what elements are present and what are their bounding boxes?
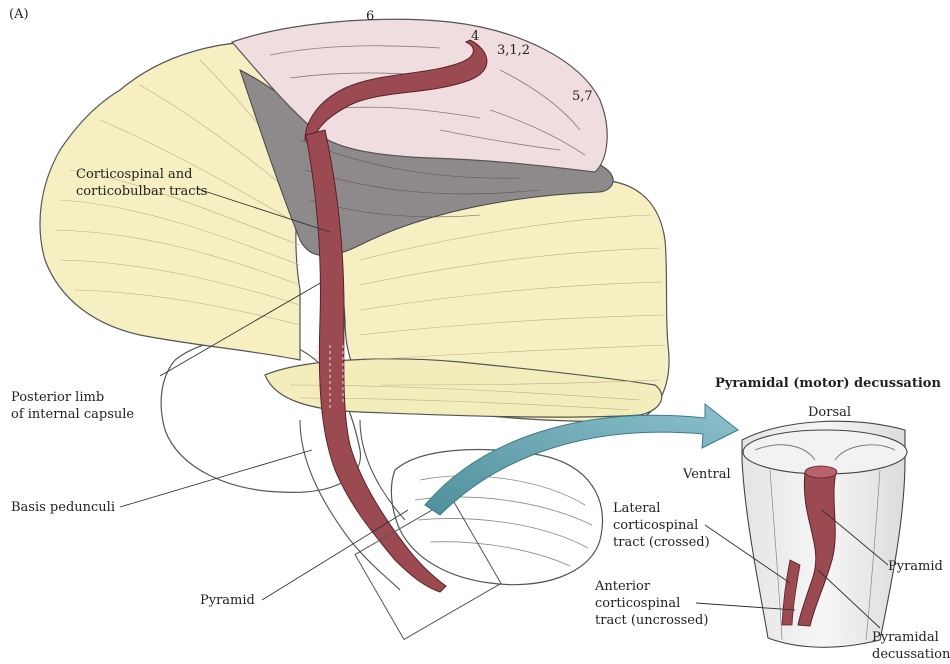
spinal-cord-inset <box>742 421 907 647</box>
lateral-tract-label: Lateral corticospinal tract (crossed) <box>613 500 710 551</box>
decussation-line2: decussation <box>872 646 950 663</box>
pyramid-label: Pyramid <box>200 592 255 609</box>
posterior-limb-label-line1: Posterior limb <box>11 389 134 406</box>
area-6-label: 6 <box>366 8 374 25</box>
decussation-label: Pyramidal decussation <box>872 629 950 663</box>
dorsal-label: Dorsal <box>808 404 851 421</box>
area-57-label: 5,7 <box>572 88 593 105</box>
leader-pyramid <box>262 510 408 600</box>
anterior-tract-label: Anterior corticospinal tract (uncrossed) <box>595 578 708 629</box>
lateral-tract-line3: tract (crossed) <box>613 534 710 551</box>
anterior-tract-line3: tract (uncrossed) <box>595 612 708 629</box>
area-312-label: 3,1,2 <box>497 42 530 59</box>
panel-label: (A) <box>9 6 29 23</box>
lateral-tract-line1: Lateral <box>613 500 710 517</box>
posterior-limb-label-line2: of internal capsule <box>11 406 134 423</box>
corticospinal-label-line1: Corticospinal and <box>76 166 207 183</box>
corticospinal-label: Corticospinal and corticobulbar tracts <box>76 166 207 200</box>
inset-pyramid-label: Pyramid <box>888 558 943 575</box>
ventral-label: Ventral <box>683 466 731 483</box>
area-4-label: 4 <box>471 28 479 45</box>
basis-pedunculi-label: Basis pedunculi <box>11 499 115 516</box>
inset-title: Pyramidal (motor) decussation <box>715 375 941 392</box>
anterior-tract-line1: Anterior <box>595 578 708 595</box>
anterior-tract-line2: corticospinal <box>595 595 708 612</box>
decussation-line1: Pyramidal <box>872 629 950 646</box>
corticospinal-label-line2: corticobulbar tracts <box>76 183 207 200</box>
lateral-tract-line2: corticospinal <box>613 517 710 534</box>
posterior-limb-label: Posterior limb of internal capsule <box>11 389 134 423</box>
